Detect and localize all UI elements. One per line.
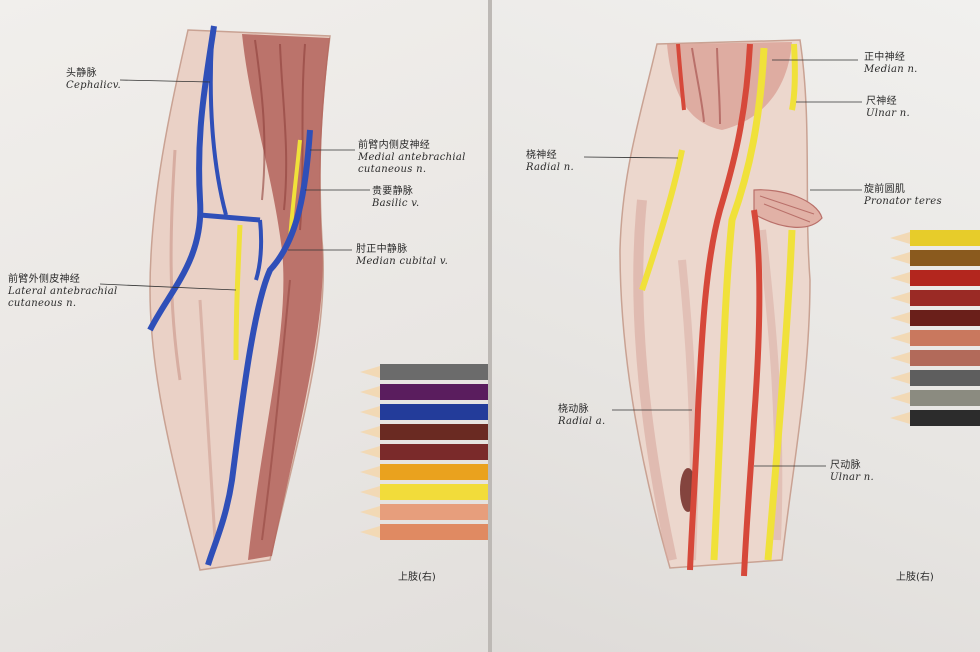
caption-left: 上肢(右) — [398, 572, 436, 583]
radial-artery — [687, 43, 753, 571]
label-median-nerve-en: Median n. — [864, 64, 918, 75]
forearm-superficial-veins-drawing — [99, 25, 488, 571]
label-ulnar-nerve-zh: 尺神经 — [866, 96, 897, 107]
label-median-nerve-zh: 正中神经 — [864, 52, 906, 63]
label-radial-artery-zh: 桡动脉 — [558, 404, 589, 415]
forearm-deep-structures-drawing — [583, 39, 980, 577]
label-lateral-cutaneous-zh: 前臂外侧皮神经 — [8, 274, 81, 285]
label-lateral-cutaneous-en: Lateral antebrachial — [8, 286, 118, 297]
caption-right: 上肢(右) — [896, 572, 934, 583]
panel-divider — [488, 0, 492, 652]
label-ulnar-artery-zh: 尺动脉 — [830, 460, 861, 471]
label-medial-cutaneous: 前臂内侧皮神经 Medial antebrachial cutaneous n. — [358, 140, 466, 176]
right-drawing-photo: 正中神经 Median n. 尺神经 Ulnar n. 桡神经 Radial n… — [492, 0, 980, 652]
label-median-cubital: 肘正中静脉 Median cubital v. — [356, 244, 448, 268]
label-ulnar-nerve-en: Ulnar n. — [866, 108, 911, 119]
label-median-cubital-en: Median cubital v. — [356, 256, 449, 267]
label-radial-nerve-en: Radial n. — [526, 162, 574, 173]
cephalic-vein — [147, 25, 217, 332]
ulnar-artery — [741, 209, 763, 577]
label-basilic-en: Basilic v. — [372, 198, 420, 209]
radial-nerve — [639, 149, 685, 291]
label-pronator-zh: 旋前圆肌 — [864, 184, 906, 195]
label-cephalic-vein: 头静脉 Cephalicv. — [66, 68, 121, 92]
colored-pencils-left — [360, 364, 488, 540]
basilic-vein — [205, 129, 313, 566]
label-cephalic-en: Cephalicv. — [66, 80, 122, 91]
label-medial-cutaneous-en2: cutaneous n. — [358, 164, 427, 175]
label-ulnar-nerve: 尺神经 Ulnar n. — [866, 96, 910, 120]
colored-pencils-right — [890, 230, 980, 426]
label-lateral-cutaneous-en2: cutaneous n. — [8, 298, 77, 309]
median-nerve — [710, 47, 768, 561]
label-radial-nerve-zh: 桡神经 — [526, 150, 557, 161]
label-cephalic-zh: 头静脉 — [66, 68, 97, 79]
label-radial-artery-en: Radial a. — [558, 416, 606, 427]
label-basilic-zh: 贵要静脉 — [372, 186, 414, 197]
label-pronator-teres: 旋前圆肌 Pronator teres — [864, 184, 942, 208]
lateral-cutaneous-nerve — [233, 224, 243, 361]
left-drawing-photo: 头静脉 Cephalicv. 前臂内侧皮神经 Medial antebrachi… — [0, 0, 488, 652]
label-ulnar-artery-en: Ulnar n. — [830, 472, 875, 483]
label-medial-cutaneous-zh: 前臂内侧皮神经 — [358, 140, 431, 151]
label-radial-artery: 桡动脉 Radial a. — [558, 404, 606, 428]
label-pronator-en: Pronator teres — [864, 196, 942, 207]
median-cubital-vein — [199, 212, 261, 223]
label-ulnar-artery: 尺动脉 Ulnar n. — [830, 460, 874, 484]
label-lateral-cutaneous: 前臂外侧皮神经 Lateral antebrachial cutaneous n… — [8, 274, 118, 310]
label-median-nerve: 正中神经 Median n. — [864, 52, 918, 76]
label-radial-nerve: 桡神经 Radial n. — [526, 150, 574, 174]
label-median-cubital-zh: 肘正中静脉 — [356, 244, 408, 255]
label-medial-cutaneous-en: Medial antebrachial — [358, 152, 466, 163]
ulnar-nerve — [764, 229, 796, 561]
label-basilic-vein: 贵要静脉 Basilic v. — [372, 186, 419, 210]
